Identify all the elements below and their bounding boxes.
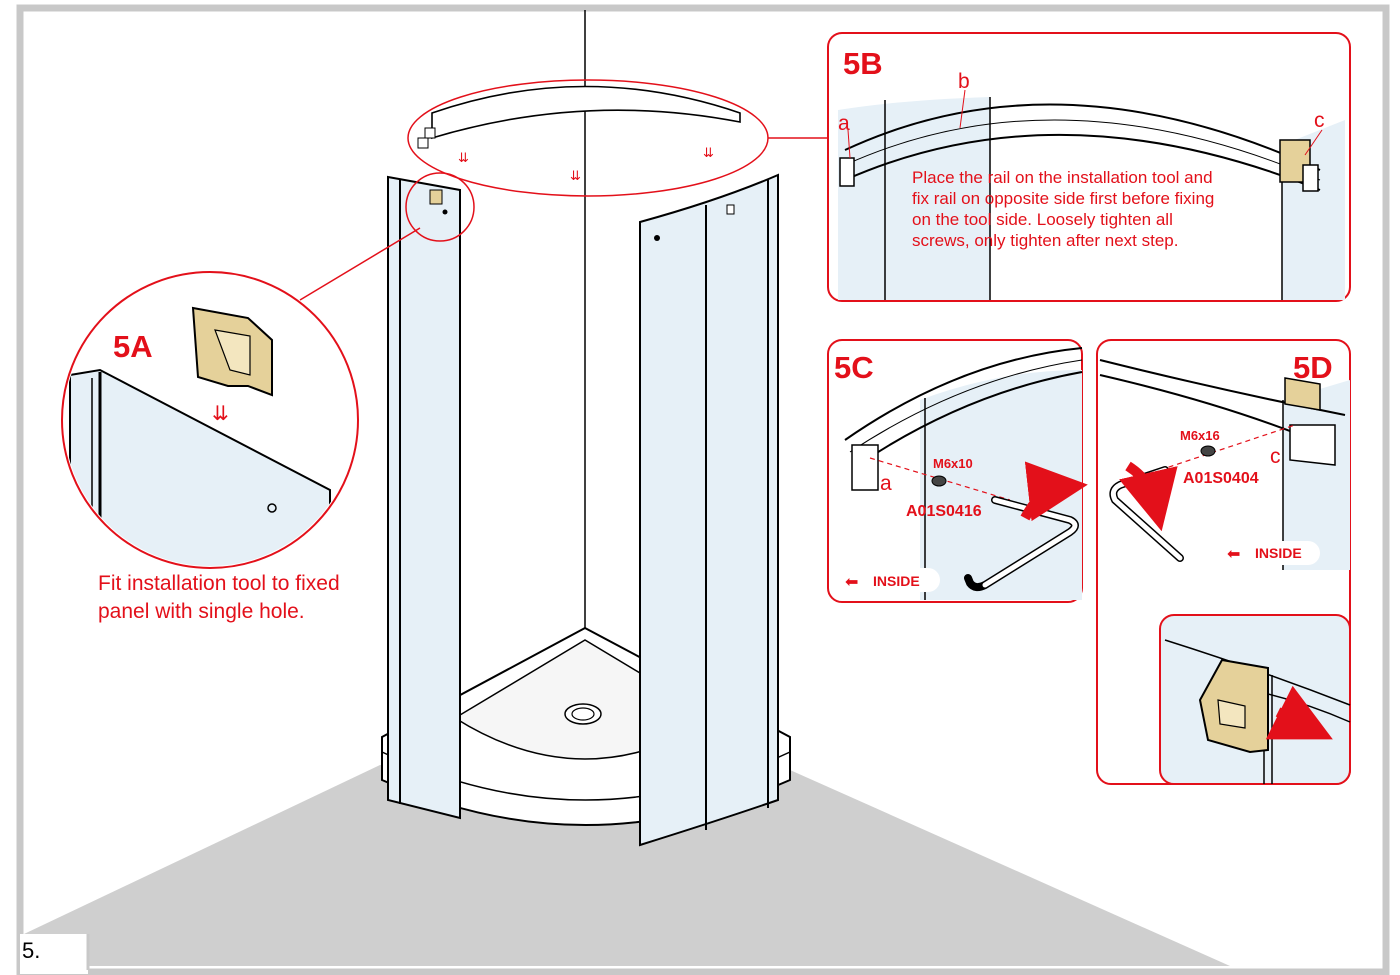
left-fixed-panel bbox=[387, 175, 461, 820]
top-rail: ⇊ ⇊ ⇊ bbox=[417, 85, 741, 183]
down-arrow-icon: ⇊ bbox=[212, 403, 229, 425]
screw-size-5d: M6x16 bbox=[1180, 428, 1220, 443]
inside-arrow-icon-5d: ⬅ bbox=[1227, 546, 1240, 563]
right-panels bbox=[639, 173, 779, 847]
part-c-label: c bbox=[1314, 109, 1325, 132]
svg-text:⇊: ⇊ bbox=[570, 168, 581, 183]
part-c-label-5d: c bbox=[1270, 445, 1281, 468]
part-a-label-5c: a bbox=[880, 472, 892, 495]
detail-5d: ⬅ bbox=[1096, 339, 1351, 785]
step-number: 5. bbox=[22, 938, 41, 963]
inside-label-5c: INSIDE bbox=[873, 573, 920, 589]
fit-tool-caption: Fit installation tool to fixed panel wit… bbox=[98, 572, 340, 623]
part-a-label: a bbox=[838, 112, 850, 135]
screw-code-5c: A01S0416 bbox=[906, 503, 982, 520]
detail-5a: ⇊ bbox=[61, 271, 359, 569]
tool-detail-circle bbox=[405, 172, 475, 242]
step-number-tab bbox=[20, 934, 88, 974]
screw-size-5c: M6x10 bbox=[933, 456, 973, 471]
page-frame bbox=[16, 4, 1390, 975]
label-5b: 5B bbox=[843, 46, 883, 81]
screw-code-5d: A01S0404 bbox=[1183, 470, 1259, 487]
detail-5c: ⬅ bbox=[827, 339, 1088, 603]
inside-arrow-icon: ⬅ bbox=[845, 574, 858, 591]
rail-instructions-note: Place the rail on the installation tool … bbox=[912, 168, 1215, 250]
label-5c: 5C bbox=[834, 350, 874, 385]
floor bbox=[24, 765, 1230, 966]
installation-tool-mini bbox=[429, 189, 443, 205]
part-b-label: b bbox=[958, 70, 970, 93]
svg-text:⇊: ⇊ bbox=[458, 150, 469, 165]
tool-callout-line bbox=[299, 227, 421, 301]
detail-5b bbox=[827, 32, 1351, 302]
svg-text:⇊: ⇊ bbox=[703, 145, 714, 160]
installation-tool-icon bbox=[191, 306, 273, 397]
label-5a: 5A bbox=[113, 329, 153, 364]
inside-label-5d: INSIDE bbox=[1255, 545, 1302, 561]
label-5d: 5D bbox=[1293, 350, 1333, 385]
